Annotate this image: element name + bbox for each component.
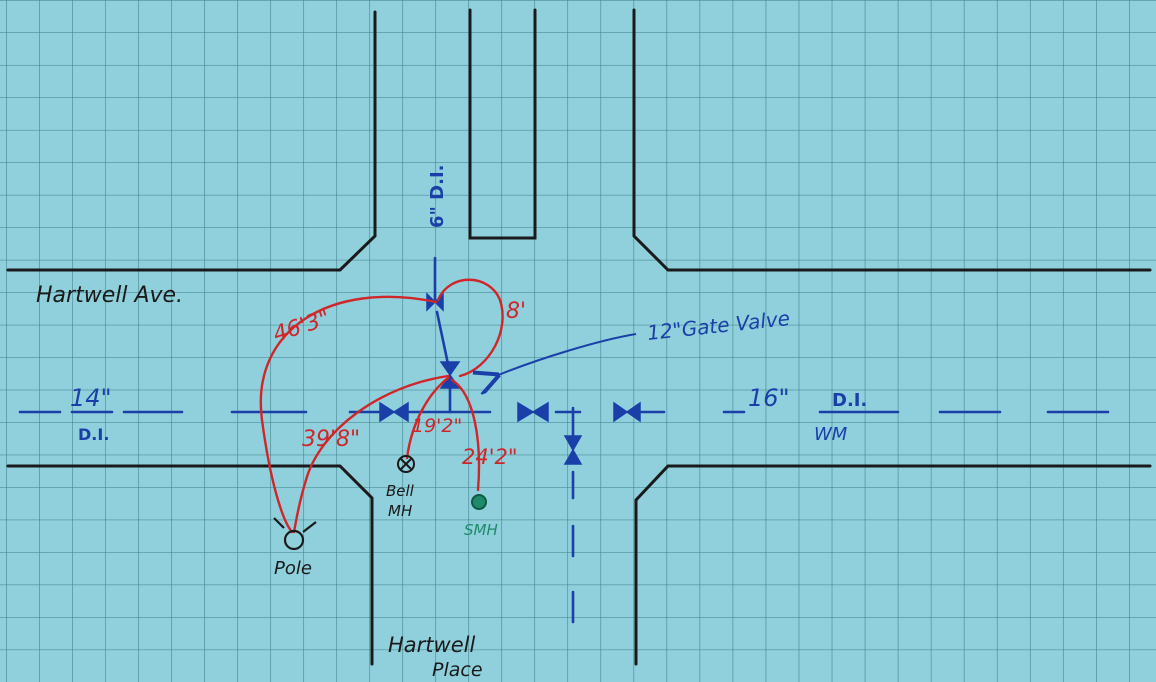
- bell-mh-label-1: Bell: [386, 482, 415, 500]
- gate-valve-icon: [379, 401, 409, 423]
- side-street-label-2: Place: [432, 659, 483, 681]
- wm-west-size: 14": [70, 384, 112, 412]
- smh-label: SMH: [464, 521, 498, 539]
- arc-39-8: [292, 374, 450, 534]
- measure-24-2: 24'2": [462, 445, 518, 469]
- north-road-edge-nw: [6, 10, 377, 272]
- road-edges: [6, 8, 1152, 666]
- wm-west-material: D.I.: [78, 425, 109, 444]
- arrow-icon: [496, 333, 637, 376]
- arc-19-2: [405, 376, 450, 460]
- manhole-icon: [397, 455, 415, 473]
- measure-8: 8': [506, 299, 526, 324]
- arc-8: [436, 278, 504, 378]
- south-road-edge-sw: [6, 464, 374, 666]
- wm-branch-label: 6" D.I.: [427, 165, 448, 228]
- arc-24-2: [450, 378, 481, 492]
- utility-pole-icon: [273, 517, 317, 551]
- wm-east-material: D.I.: [832, 390, 867, 411]
- measure-39-8: 39'8": [302, 427, 360, 452]
- north-road-edge-ne: [632, 8, 1152, 272]
- main-street-label: Hartwell Ave.: [36, 283, 183, 308]
- pole-label: Pole: [274, 558, 312, 579]
- north-median-west: [468, 8, 537, 240]
- measure-19-2: 19'2": [412, 415, 462, 437]
- tie-measurements: [259, 278, 504, 534]
- wm-east-size: 16": [748, 384, 790, 412]
- water-main: [18, 256, 1110, 624]
- gate-valve-icon: [563, 435, 583, 465]
- bell-mh-label-2: MH: [388, 502, 412, 520]
- gate-valve-icon: [613, 401, 641, 423]
- wm-east-label: WM: [814, 424, 848, 445]
- south-road-edge-se: [634, 464, 1152, 666]
- arc-46-3: [259, 295, 438, 534]
- gate-valve-icon: [517, 401, 549, 423]
- side-street-label-1: Hartwell: [388, 633, 475, 657]
- sewer-manhole-icon: [471, 494, 487, 510]
- wm-branch-north-2: [435, 310, 450, 366]
